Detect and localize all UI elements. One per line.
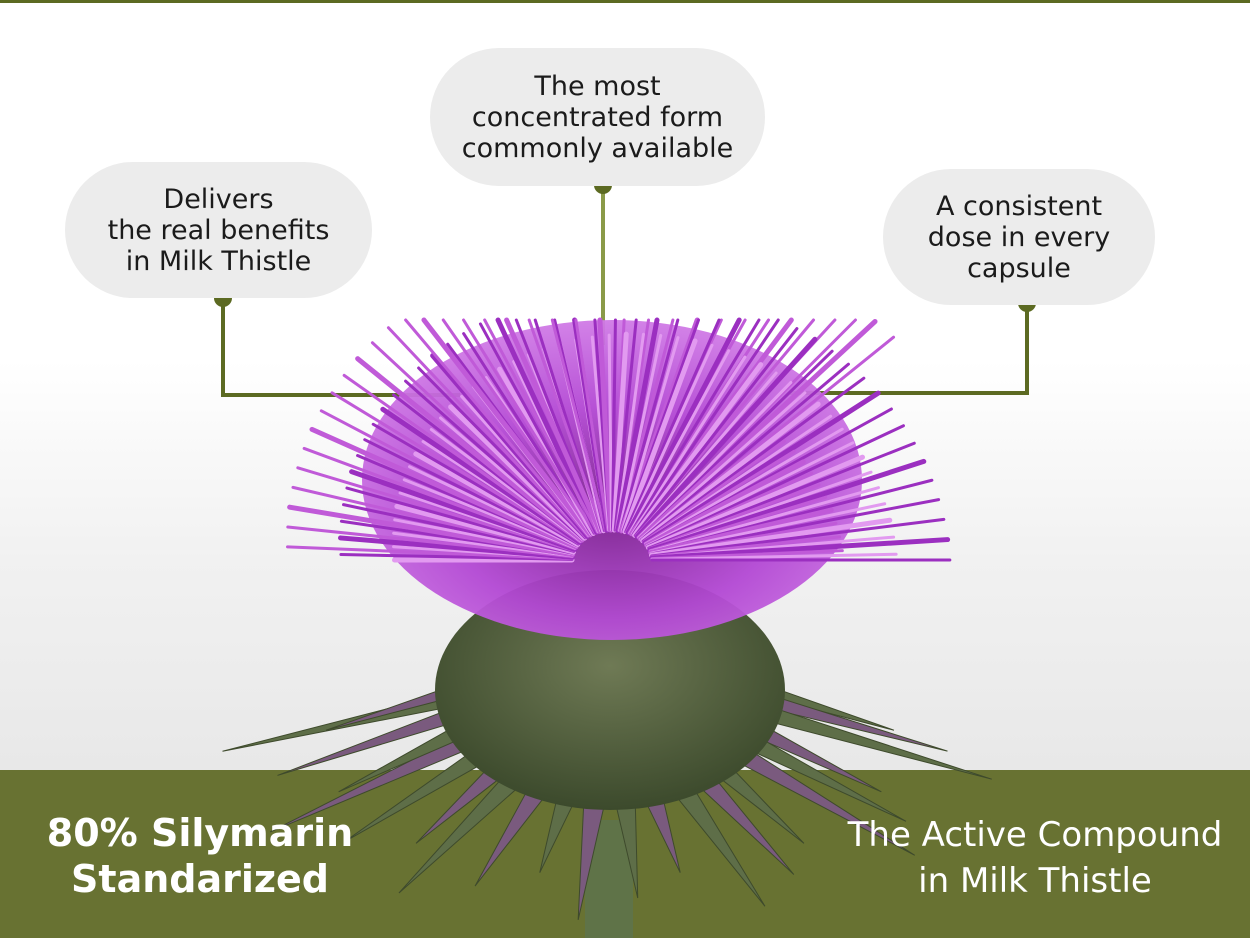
floret	[639, 391, 807, 541]
floret	[417, 366, 587, 540]
floret	[615, 332, 645, 532]
floret	[404, 379, 585, 541]
floret	[421, 317, 593, 538]
floret	[286, 525, 574, 559]
active-compound-label: The Active Compound in Milk Thistle	[847, 815, 1223, 901]
floret	[637, 319, 878, 542]
floret	[649, 498, 941, 556]
floret	[607, 333, 614, 532]
floret	[302, 446, 577, 551]
connector-right	[790, 303, 1029, 395]
floret	[647, 441, 916, 550]
floret	[649, 502, 887, 555]
floret	[380, 406, 583, 545]
floret	[371, 422, 580, 546]
silymarin-standardized-label: 80% Silymarin Standarized	[46, 811, 354, 901]
callout-real-benefits: Delivers the real benefits in Milk Thist…	[65, 162, 372, 298]
floret	[404, 318, 590, 538]
floret	[622, 338, 698, 535]
callout-consistent-dose-text: A consistent dose in every capsule	[927, 190, 1111, 284]
floret	[386, 326, 588, 539]
floret	[649, 537, 951, 561]
floret	[355, 356, 585, 543]
floret	[504, 317, 603, 534]
floret	[363, 438, 579, 548]
floret	[330, 391, 581, 545]
callout-concentrated-form-text: The most concentrated form commonly avai…	[461, 70, 734, 164]
floret	[613, 318, 638, 532]
floret	[642, 439, 786, 544]
floret	[342, 373, 582, 544]
top-border-line	[0, 0, 1250, 3]
floret	[286, 545, 574, 561]
floret	[550, 318, 607, 532]
florets	[286, 317, 952, 563]
floret	[441, 318, 595, 536]
floret	[639, 362, 850, 542]
floret	[645, 454, 865, 551]
floret	[625, 317, 742, 536]
floret	[637, 380, 793, 540]
floret	[625, 343, 714, 534]
floret	[629, 318, 761, 535]
floret	[527, 318, 605, 533]
floret	[296, 466, 576, 553]
callout-real-benefits-text: Delivers the real benefits in Milk Thist…	[107, 183, 330, 277]
floret	[620, 336, 680, 533]
floret	[610, 318, 617, 532]
floret	[649, 517, 893, 558]
floret	[631, 318, 780, 536]
floret	[650, 552, 898, 561]
floret	[618, 333, 663, 533]
floret	[648, 486, 880, 553]
floret	[287, 504, 576, 558]
floret	[597, 317, 614, 533]
floret	[632, 362, 764, 538]
callout-concentrated-form: The most concentrated form commonly avai…	[430, 48, 765, 186]
floret	[574, 318, 610, 532]
floret	[650, 517, 946, 558]
floret	[647, 458, 927, 553]
floret	[619, 318, 680, 533]
floret	[624, 318, 721, 534]
floret	[634, 336, 818, 540]
callout-consistent-dose: A consistent dose in every capsule	[883, 169, 1155, 305]
floret	[644, 427, 844, 546]
floret	[309, 426, 579, 550]
floret	[633, 327, 799, 538]
floret	[645, 441, 855, 548]
floret	[615, 317, 660, 533]
floret	[628, 349, 731, 535]
floret	[483, 318, 599, 534]
floret	[611, 331, 629, 533]
floret	[462, 318, 597, 535]
floret	[646, 424, 905, 548]
connector-left	[221, 298, 460, 397]
floret	[640, 401, 821, 544]
floret	[630, 355, 747, 536]
